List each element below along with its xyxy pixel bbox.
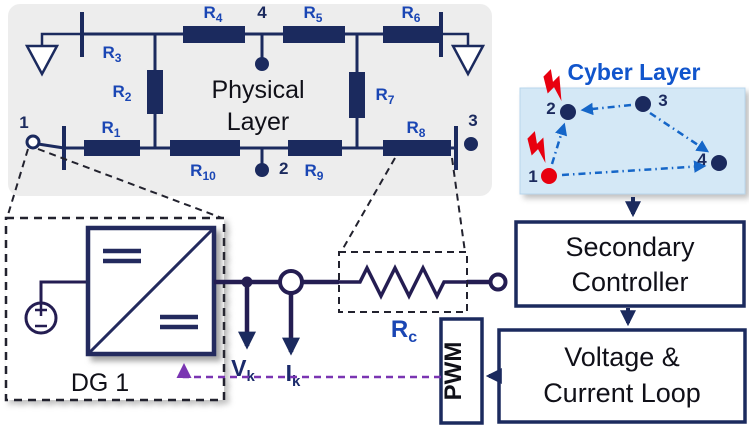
resistor-r5 xyxy=(283,26,345,43)
cyber-node-label-3: 3 xyxy=(658,91,667,110)
node-1-terminal xyxy=(25,134,41,150)
physical-layer-title-line1: Physical xyxy=(211,76,304,104)
cyber-layer-title: Cyber Layer xyxy=(568,59,701,85)
output-wire-section: Vk Ik Rc xyxy=(214,251,508,390)
r4-sub: 4 xyxy=(216,11,223,25)
node-label-3: 3 xyxy=(468,111,477,130)
resistor-label-r8: R8 xyxy=(407,118,426,140)
rc-sub: c xyxy=(408,329,417,346)
r5-sub: 5 xyxy=(316,11,323,25)
resistor-label-r9: R9 xyxy=(305,161,324,183)
r6-main: R xyxy=(402,3,414,22)
rc-resistor-icon xyxy=(339,264,467,300)
resistor-label-r6: R6 xyxy=(402,3,421,25)
r2-main: R xyxy=(113,82,125,101)
vk-sub: k xyxy=(247,368,256,385)
ik-label: Ik xyxy=(286,360,301,390)
cyber-node-4-dot xyxy=(711,155,727,171)
voltage-loop-line1: Voltage & xyxy=(564,342,680,372)
resistor-r2 xyxy=(147,70,163,114)
r10-sub: 10 xyxy=(202,169,216,183)
r6-sub: 6 xyxy=(414,11,421,25)
output-terminal xyxy=(488,272,508,292)
r1-sub: 1 xyxy=(114,126,121,140)
dg1-label: DG 1 xyxy=(71,369,129,397)
cyber-node-2-dot xyxy=(560,104,576,120)
node-label-1: 1 xyxy=(19,113,28,132)
resistor-r4 xyxy=(183,26,245,43)
cyber-node-1-dot xyxy=(541,168,557,184)
pwm-box xyxy=(439,317,484,425)
resistor-r6 xyxy=(383,26,441,43)
converter-icon xyxy=(85,225,217,357)
link-1-to-2 xyxy=(550,122,568,165)
ik-sub: k xyxy=(292,373,301,390)
resistor-label-r4: R4 xyxy=(204,3,223,25)
ground-icon-right xyxy=(441,32,486,77)
resistor-label-r7: R7 xyxy=(376,85,395,107)
resistor-label-r5: R5 xyxy=(304,3,323,25)
r3-sub: 3 xyxy=(115,51,122,65)
zoom-guide-lines xyxy=(6,148,466,253)
rc-label: Rc xyxy=(391,316,417,346)
cyber-layer-panel: Cyber Layer 1 2 3 4 xyxy=(519,59,746,195)
node-4-dot xyxy=(255,57,269,71)
vk-main: V xyxy=(231,355,247,381)
r8-sub: 8 xyxy=(419,126,426,140)
cyber-links xyxy=(550,102,710,177)
node1-stub-wire xyxy=(37,142,65,150)
secondary-controller-line1: Secondary xyxy=(565,232,695,262)
ground-icon-left xyxy=(24,32,82,77)
node-label-2: 2 xyxy=(279,159,288,178)
r3-main: R xyxy=(103,43,115,62)
dg1-block: DG 1 xyxy=(4,216,226,402)
resistor-label-r1: R1 xyxy=(102,118,121,140)
node-3-dot xyxy=(464,137,478,151)
rc-main: R xyxy=(391,316,408,343)
attack-lightning-icon-node1 xyxy=(527,131,546,163)
link-1-to-4 xyxy=(561,160,707,177)
resistor-r8 xyxy=(383,140,451,156)
cyber-node-label-1: 1 xyxy=(528,167,537,186)
r1-main: R xyxy=(102,118,114,137)
pwm-to-converter-arrow xyxy=(176,363,441,379)
dc-source-icon xyxy=(24,280,88,335)
resistor-r9 xyxy=(288,140,342,156)
cyber-node-3-dot xyxy=(635,96,651,112)
r4-main: R xyxy=(204,3,216,22)
cyber-node-label-2: 2 xyxy=(546,99,555,118)
resistor-label-r10: R10 xyxy=(190,161,216,183)
node-2-dot xyxy=(255,163,269,177)
cyber-node-label-4: 4 xyxy=(697,150,707,169)
resistor-label-r3: R3 xyxy=(103,43,122,65)
node-label-4: 4 xyxy=(257,3,267,22)
physical-layer-panel: R1 R2 R3 R4 R5 R6 R7 R8 R9 R10 1 2 3 4 P… xyxy=(8,3,492,196)
r2-sub: 2 xyxy=(125,90,132,104)
r7-main: R xyxy=(376,85,388,104)
voltage-loop-line2: Current Loop xyxy=(543,378,701,408)
current-sensor-icon xyxy=(278,269,304,295)
resistor-r1 xyxy=(84,140,140,156)
r9-main: R xyxy=(305,161,317,180)
vk-label: Vk xyxy=(231,355,255,385)
r9-sub: 9 xyxy=(317,169,324,183)
ik-main: I xyxy=(286,360,292,386)
resistor-r10 xyxy=(170,140,240,156)
resistor-label-r2: R2 xyxy=(113,82,132,104)
control-blocks: Secondary Controller Voltage & Current L… xyxy=(176,197,747,425)
secondary-controller-line2: Controller xyxy=(571,267,688,297)
r8-main: R xyxy=(407,118,419,137)
attack-lightning-icon-node2 xyxy=(543,69,562,101)
physical-layer-title-line2: Layer xyxy=(227,108,290,136)
secondary-controller-box xyxy=(514,220,746,308)
r5-main: R xyxy=(304,3,316,22)
pwm-label: PWM xyxy=(440,342,467,401)
resistor-r7 xyxy=(349,72,365,118)
r7-sub: 7 xyxy=(388,93,395,107)
r10-main: R xyxy=(190,161,202,180)
link-3-to-4 xyxy=(649,111,710,153)
